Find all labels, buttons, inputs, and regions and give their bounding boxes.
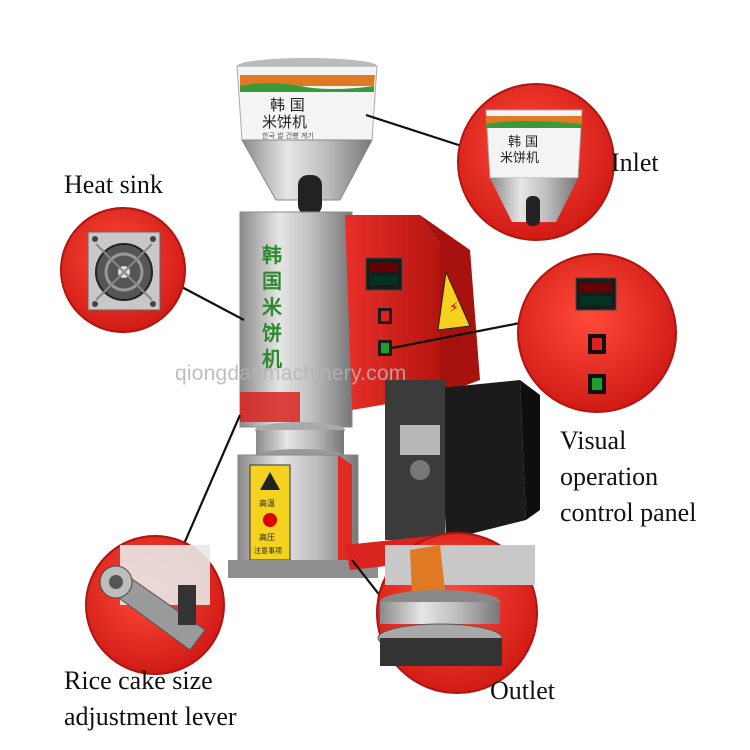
panel-connector (391, 320, 526, 350)
hopper-label-kr: 한국 쌀 건빵 계기 (262, 131, 314, 140)
control-panel-label-line-3: control panel (560, 498, 697, 527)
heat-sink-label: Heat sink (64, 170, 163, 199)
svg-text:米饼机: 米饼机 (500, 151, 539, 166)
body-char-5: 机 (262, 347, 282, 371)
steel-column: 韩 国 米 饼 机 (239, 211, 353, 428)
warning-text-2: 高压 (259, 532, 275, 542)
inlet-connector (365, 113, 475, 152)
heat-sink-callout (60, 207, 186, 333)
control-panel-callout (517, 253, 677, 413)
lever-callout (85, 535, 225, 675)
connector-lines (175, 113, 526, 603)
hopper-label-cn-2: 米饼机 (262, 113, 307, 131)
warning-text-3: 注意事项 (254, 546, 282, 555)
outlet-callout (376, 532, 538, 694)
svg-text:韩 国: 韩 国 (508, 135, 538, 150)
body-char-3: 米 (262, 295, 283, 319)
lever-label-line-2: adjustment lever (64, 702, 237, 731)
body-char-4: 饼 (262, 321, 282, 345)
rice-cake-machine: 韩 国 米饼机 한국 쌀 건빵 계기 韩 国 米 饼 机 (228, 58, 540, 578)
body-char-2: 国 (262, 269, 282, 293)
hopper: 韩 国 米饼机 한국 쌀 건빵 계기 (236, 58, 378, 215)
control-panel-label-line-1: Visual (560, 426, 627, 455)
lever-connector (175, 414, 242, 561)
heat-sink-connector (177, 284, 245, 321)
inlet-label: Inlet (611, 148, 659, 177)
svg-text:⚡: ⚡ (449, 300, 459, 316)
inlet-callout: 韩 国 米饼机 (457, 83, 615, 241)
watermark: qiongdanmachinery.com (175, 362, 407, 385)
hopper-label-cn-1: 韩 国 (270, 96, 305, 114)
body-char-1: 韩 (262, 243, 282, 267)
red-housing: ⚡ (345, 215, 480, 410)
control-panel-label-line-2: operation (560, 462, 659, 491)
motor-box (385, 380, 540, 540)
warning-text-1: 高温 (259, 498, 275, 508)
lever-label-line-1: Rice cake size (64, 666, 213, 695)
press-section: 高温 高压 注意事项 (228, 422, 440, 578)
outlet-label: Outlet (490, 676, 555, 705)
